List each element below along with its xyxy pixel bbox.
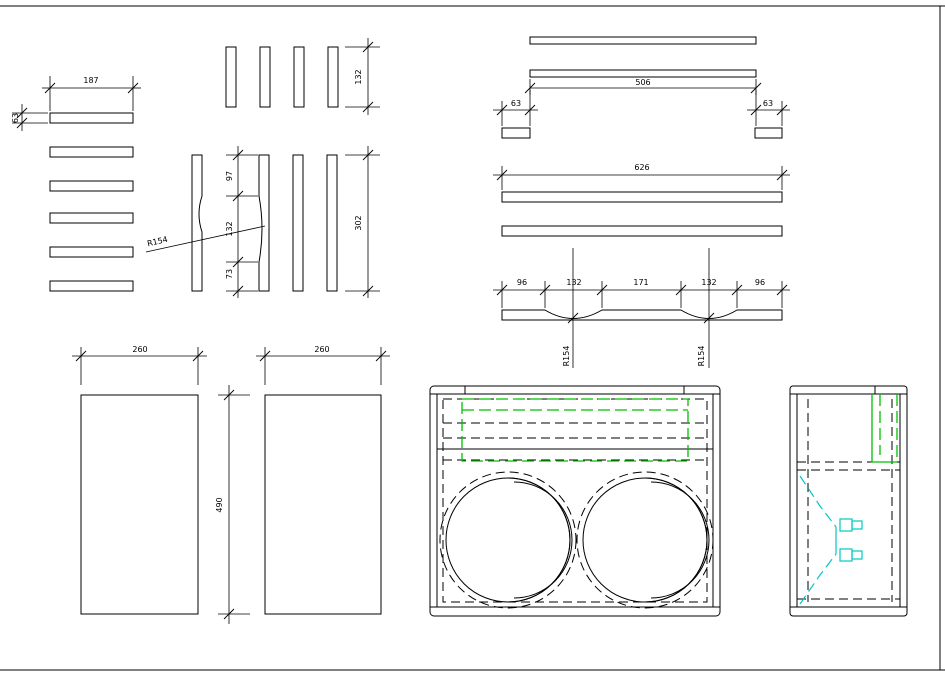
dim-strip-thickness-label: 63 [11,113,20,123]
dimension-top-bar-width: 506 [524,78,762,95]
top-bars [501,36,783,321]
dim-notch-top-label: 97 [225,171,234,181]
dim-radius-bottom-left-label: R154 [562,346,571,367]
dimension-side-panel-right-width: 260 [256,345,390,385]
dim-side-right-label: 260 [314,345,329,354]
short-panels [225,46,339,108]
dimension-side-panel-left-width: 260 [72,345,207,385]
dim-tall-panel-label: 302 [354,215,363,230]
side-panels [80,394,382,615]
dim-top-bar-label: 506 [635,78,650,87]
dim-short-panel-label: 132 [354,69,363,84]
cabinet-front-view [429,385,721,617]
drawing-frame [0,5,945,671]
dimension-strip-width: 187 [42,76,141,111]
cabinet-side-view [789,385,908,617]
dim-seg3-label: 171 [633,278,648,287]
dim-notch-mid-label: 132 [225,221,234,236]
dim-notch-bottom-label: 73 [225,269,234,279]
dim-long-bar-label: 626 [634,163,649,172]
tall-panels [191,154,338,292]
dim-block-right-label: 63 [763,99,773,108]
dimension-notch: 97 132 73 R154 [145,146,266,298]
dimension-strip-thickness: 63 [11,104,48,131]
dim-block-left-label: 63 [511,99,521,108]
dimension-side-panel-height: 490 [215,385,250,624]
dimension-tall-panel-height: 302 [345,146,380,298]
dim-seg4-label: 132 [701,278,716,287]
dim-radius-bottom-right-label: R154 [697,346,706,367]
dim-notch-radius-label: R154 [146,235,168,248]
dimension-notched-bar-segments: 96 132 171 132 96 R154 R154 [493,248,790,368]
dim-side-left-label: 260 [132,345,147,354]
dim-strip-width-label: 187 [83,76,98,85]
dim-side-height-label: 490 [215,497,224,512]
dimension-top-blocks: 63 63 [493,90,790,126]
brace-strips [49,112,134,292]
dimension-short-panel-height: 132 [345,38,380,115]
dim-seg5-label: 96 [755,278,765,287]
dimension-long-bar-width: 626 [493,163,790,190]
dim-seg2-label: 132 [566,278,581,287]
dim-seg1-label: 96 [517,278,527,287]
